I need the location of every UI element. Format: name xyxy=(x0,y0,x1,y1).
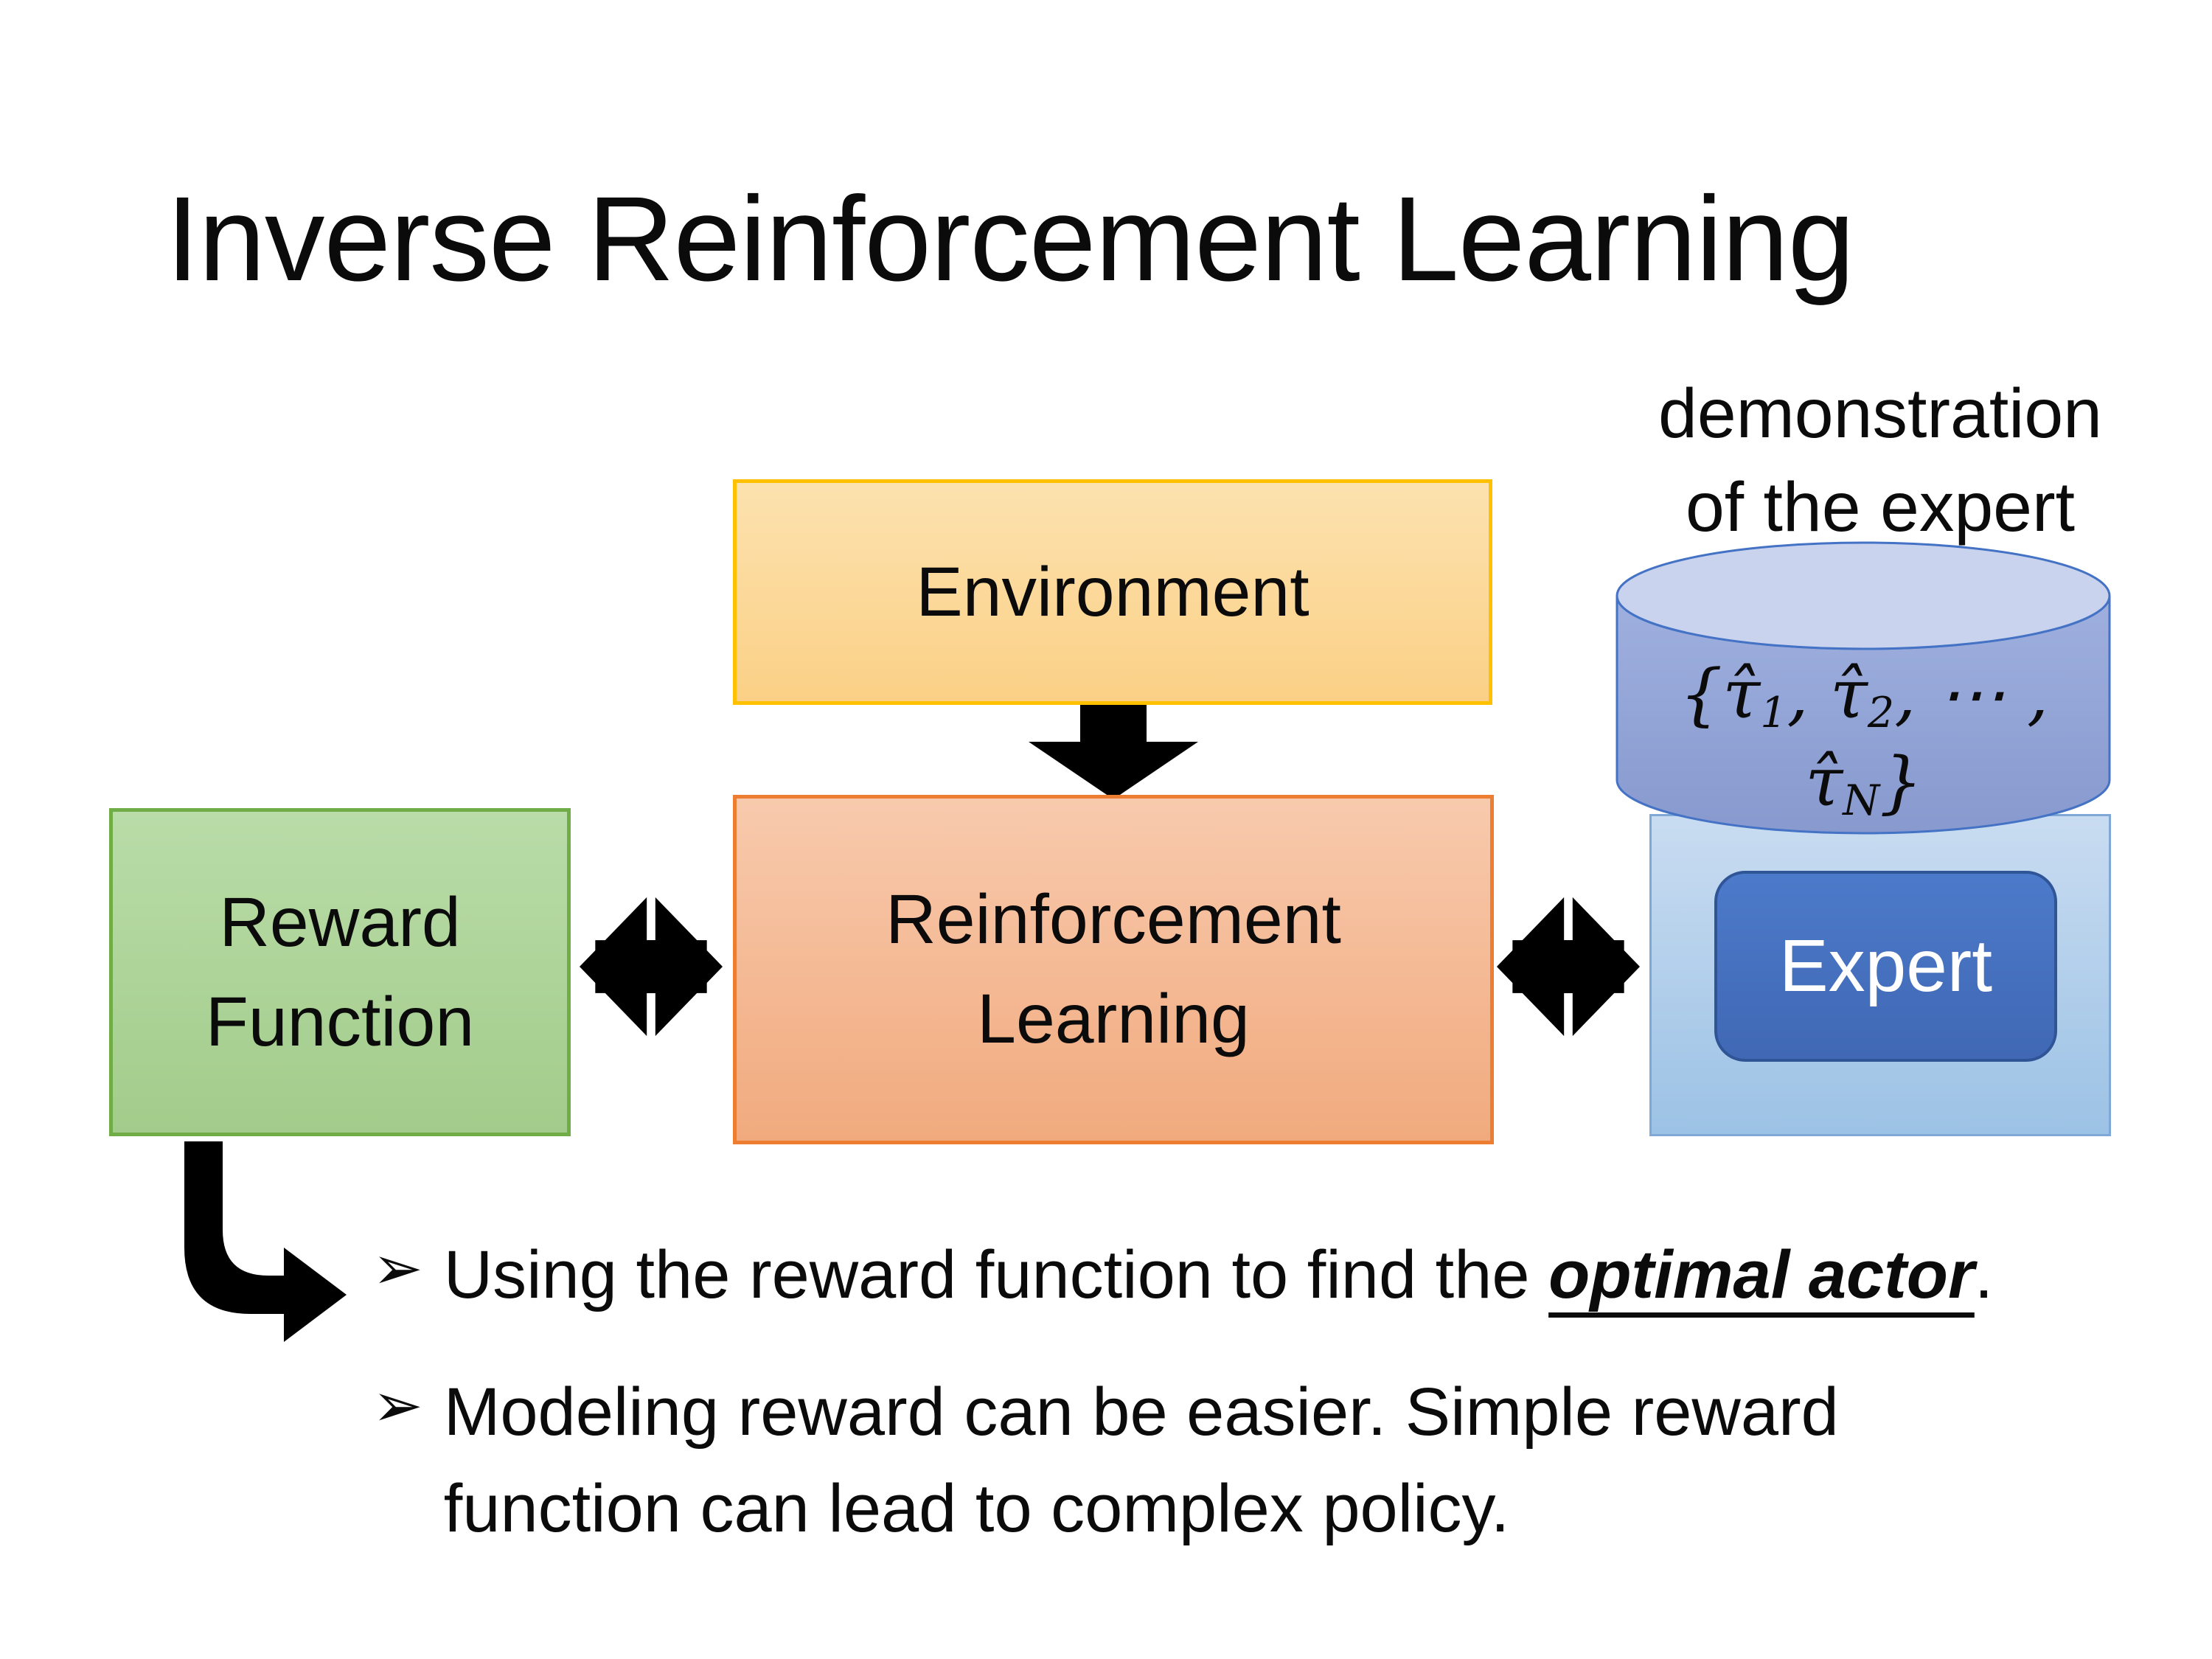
annotation-line-1: demonstration xyxy=(1658,375,2102,453)
rl-label-line-2: Learning xyxy=(977,980,1250,1058)
environment-label: Environment xyxy=(916,552,1310,631)
expert-box: Expert xyxy=(1714,871,2057,1062)
bullet-item-2: ➢ Modeling reward can be easier. Simple … xyxy=(372,1364,1839,1557)
arrowhead-bullet-icon: ➢ xyxy=(372,1372,423,1439)
environment-box: Environment xyxy=(733,479,1492,705)
reinforcement-learning-label: Reinforcement Learning xyxy=(886,870,1341,1069)
reinforcement-learning-box: Reinforcement Learning xyxy=(733,795,1494,1144)
expert-label: Expert xyxy=(1778,925,1992,1007)
reward-function-box: Reward Function xyxy=(109,808,571,1136)
reward-function-label: Reward Function xyxy=(206,873,474,1072)
bullet-2-text: Modeling reward can be easier. Simple re… xyxy=(443,1374,1839,1546)
demonstration-cylinder-icon xyxy=(1615,541,2111,835)
bullet-item-1: ➢ Using the reward function to find the … xyxy=(372,1227,1993,1324)
demonstration-annotation: demonstration of the expert xyxy=(1585,367,2175,555)
double-arrow-left-icon xyxy=(580,897,723,1037)
slide-title: Inverse Reinforcement Learning xyxy=(166,171,1854,306)
reward-label-line-1: Reward xyxy=(219,883,461,961)
bent-arrow-icon xyxy=(184,1141,347,1342)
down-arrow-icon xyxy=(1029,705,1198,799)
double-arrow-right-icon xyxy=(1497,897,1640,1037)
bullet-1-text: Using the reward function to find the op… xyxy=(443,1237,1994,1312)
rl-label-line-1: Reinforcement xyxy=(886,880,1341,959)
arrowhead-bullet-icon: ➢ xyxy=(372,1235,423,1302)
annotation-line-2: of the expert xyxy=(1685,468,2076,547)
trajectory-set-formula: {τ̂1, τ̂2, ⋯ , τ̂N} xyxy=(1679,655,2049,825)
reward-label-line-2: Function xyxy=(205,982,475,1061)
